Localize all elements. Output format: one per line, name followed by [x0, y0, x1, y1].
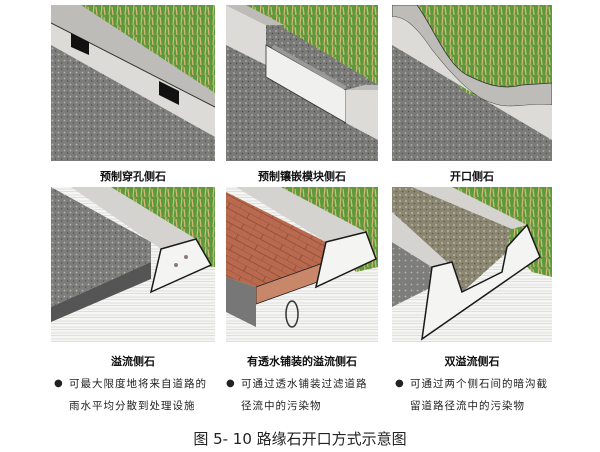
double-curb-cross-section — [421, 223, 541, 341]
description-line: 留道路径流中的污染物 — [410, 400, 525, 412]
asphalt-road — [392, 242, 432, 307]
curb-block-right — [346, 90, 378, 140]
bullet-icon: ● — [54, 378, 64, 389]
curb-opening-icon — [159, 81, 179, 105]
curb-top-right — [412, 187, 527, 229]
perforated-curb-drawing — [51, 5, 215, 161]
permeable-brick-pavement — [226, 192, 326, 287]
description-permeable-overflow-curb: ● 可通过透水铺装过滤道路 径流中的污染物 — [226, 373, 391, 417]
permeable-overflow-curb-drawing — [226, 187, 378, 342]
description-line: 雨水平均分散到处理设施 — [69, 400, 196, 412]
curb-opening-icon — [71, 33, 89, 55]
opening-curb-drawing — [392, 5, 552, 161]
caption-inlaid-module-curb: 预制镶嵌模块侧石 — [258, 170, 346, 183]
caption-permeable-overflow-curb: 有透水铺装的溢流侧石 — [247, 355, 357, 368]
curb-top — [51, 5, 215, 107]
description-double-overflow-curb: ● 可通过两个侧石间的暗沟截 留道路径流中的污染物 — [395, 373, 565, 417]
inlaid-module-curb-drawing — [226, 5, 378, 161]
bullet-icon: ● — [226, 378, 236, 389]
drain-pipe-icon — [285, 300, 299, 328]
double-overflow-curb-drawing — [392, 187, 552, 342]
curb-cross-section — [314, 231, 377, 289]
caption-overflow-curb: 溢流侧石 — [111, 355, 155, 368]
curb-top-left — [392, 212, 447, 267]
description-line: 可通过透水铺装过滤道路 — [241, 378, 368, 390]
description-overflow-curb: ● 可最大限度地将来自道路的 雨水平均分散到处理设施 — [54, 373, 219, 417]
caption-double-overflow-curb: 双溢流侧石 — [444, 355, 500, 368]
figure-title: 图 5- 10 路缘石开口方式示意图 — [193, 430, 407, 448]
illustration-inlaid-module-curb — [226, 5, 378, 161]
curb-cross-section — [149, 238, 213, 294]
illustration-perforated-curb — [51, 5, 215, 161]
illustration-double-overflow-curb — [392, 187, 552, 342]
description-line: 可通过两个侧石间的暗沟截 — [410, 378, 548, 390]
illustration-overflow-curb — [51, 187, 215, 342]
planting-area — [417, 5, 552, 97]
bullet-icon: ● — [395, 378, 405, 389]
curb-top — [71, 187, 196, 249]
illustration-permeable-overflow-curb — [226, 187, 378, 342]
overflow-curb-drawing — [51, 187, 215, 342]
asphalt-edge — [226, 277, 256, 327]
caption-opening-curb: 开口侧石 — [450, 170, 494, 183]
curb-top — [236, 187, 366, 242]
description-line: 径流中的污染物 — [241, 400, 322, 412]
description-line: 可最大限度地将来自道路的 — [69, 378, 207, 390]
illustration-opening-curb — [392, 5, 552, 161]
pavement-layers — [51, 262, 151, 322]
curb-face — [51, 23, 215, 137]
caption-perforated-curb: 预制穿孔侧石 — [100, 170, 166, 183]
asphalt-road — [51, 187, 151, 307]
